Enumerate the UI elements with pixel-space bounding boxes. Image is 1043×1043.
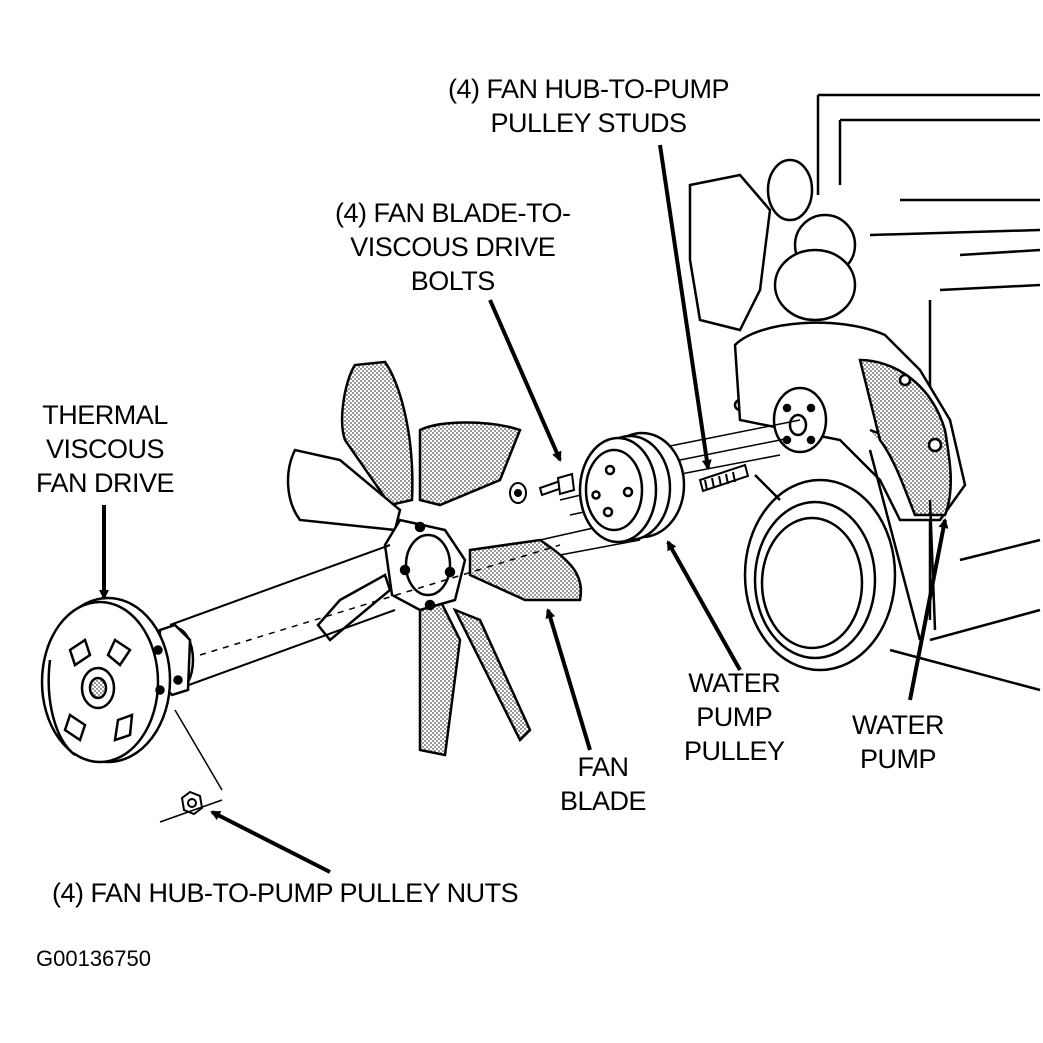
drive-belt	[754, 449, 937, 641]
crank-pulley	[743, 478, 897, 672]
arrow-pump-pulley	[666, 540, 742, 671]
label-pulley-studs: (4) FAN HUB-TO-PUMP PULLEY STUDS	[448, 72, 730, 140]
label-water-pump-pulley-line3: PULLEY	[684, 736, 785, 766]
arrow-bolts	[488, 299, 562, 462]
label-thermal-line3: FAN DRIVE	[36, 468, 175, 498]
label-pulley-studs-line2: PULLEY STUDS	[490, 108, 687, 138]
water-pump-housing	[733, 321, 967, 522]
label-fan-blade: FAN BLADE	[560, 750, 647, 818]
label-water-pump: WATER PUMP	[852, 708, 945, 776]
hub-nut	[159, 709, 223, 823]
engine-accessories	[688, 158, 857, 412]
label-fan-blade-bolts: (4) FAN BLADE-TO- VISCOUS DRIVE BOLTS	[335, 196, 571, 298]
arrow-studs	[658, 144, 712, 470]
arrow-nuts	[210, 810, 331, 874]
label-thermal-line1: THERMAL	[42, 400, 168, 430]
assembly-axis	[169, 544, 561, 691]
label-water-pump-pulley: WATER PUMP PULLEY	[684, 666, 785, 768]
arrow-water-pump	[908, 518, 949, 701]
water-pump-pulley	[578, 431, 686, 544]
label-hub-nuts: (4) FAN HUB-TO-PUMP PULLEY NUTS	[52, 878, 519, 908]
label-water-pump-pulley-line2: PUMP	[696, 702, 773, 732]
fan-bolt	[509, 472, 576, 504]
arrow-fan-blade	[545, 608, 592, 751]
callout-arrows	[99, 144, 949, 874]
label-thermal-viscous-fan-drive: THERMAL VISCOUS FAN DRIVE	[36, 398, 175, 500]
label-water-pump-pulley-line1: WATER	[688, 668, 781, 698]
label-water-pump-line1: WATER	[852, 710, 945, 740]
label-water-pump-line2: PUMP	[859, 744, 937, 774]
label-fan-blade-line2: BLADE	[560, 786, 647, 816]
pulley-studs	[698, 463, 750, 493]
label-fan-blade-line1: FAN	[577, 752, 630, 782]
label-pulley-studs-line1: (4) FAN HUB-TO-PUMP	[448, 74, 730, 104]
fan-blade-assembly	[286, 360, 583, 757]
label-fan-blade-bolts-line3: BOLTS	[410, 266, 496, 296]
label-thermal-line2: VISCOUS	[46, 434, 165, 464]
viscous-fan-drive	[40, 596, 195, 764]
figure-code: G00136750	[36, 946, 151, 971]
label-fan-blade-bolts-line1: (4) FAN BLADE-TO-	[335, 198, 571, 228]
label-fan-blade-bolts-line2: VISCOUS DRIVE	[350, 232, 556, 262]
